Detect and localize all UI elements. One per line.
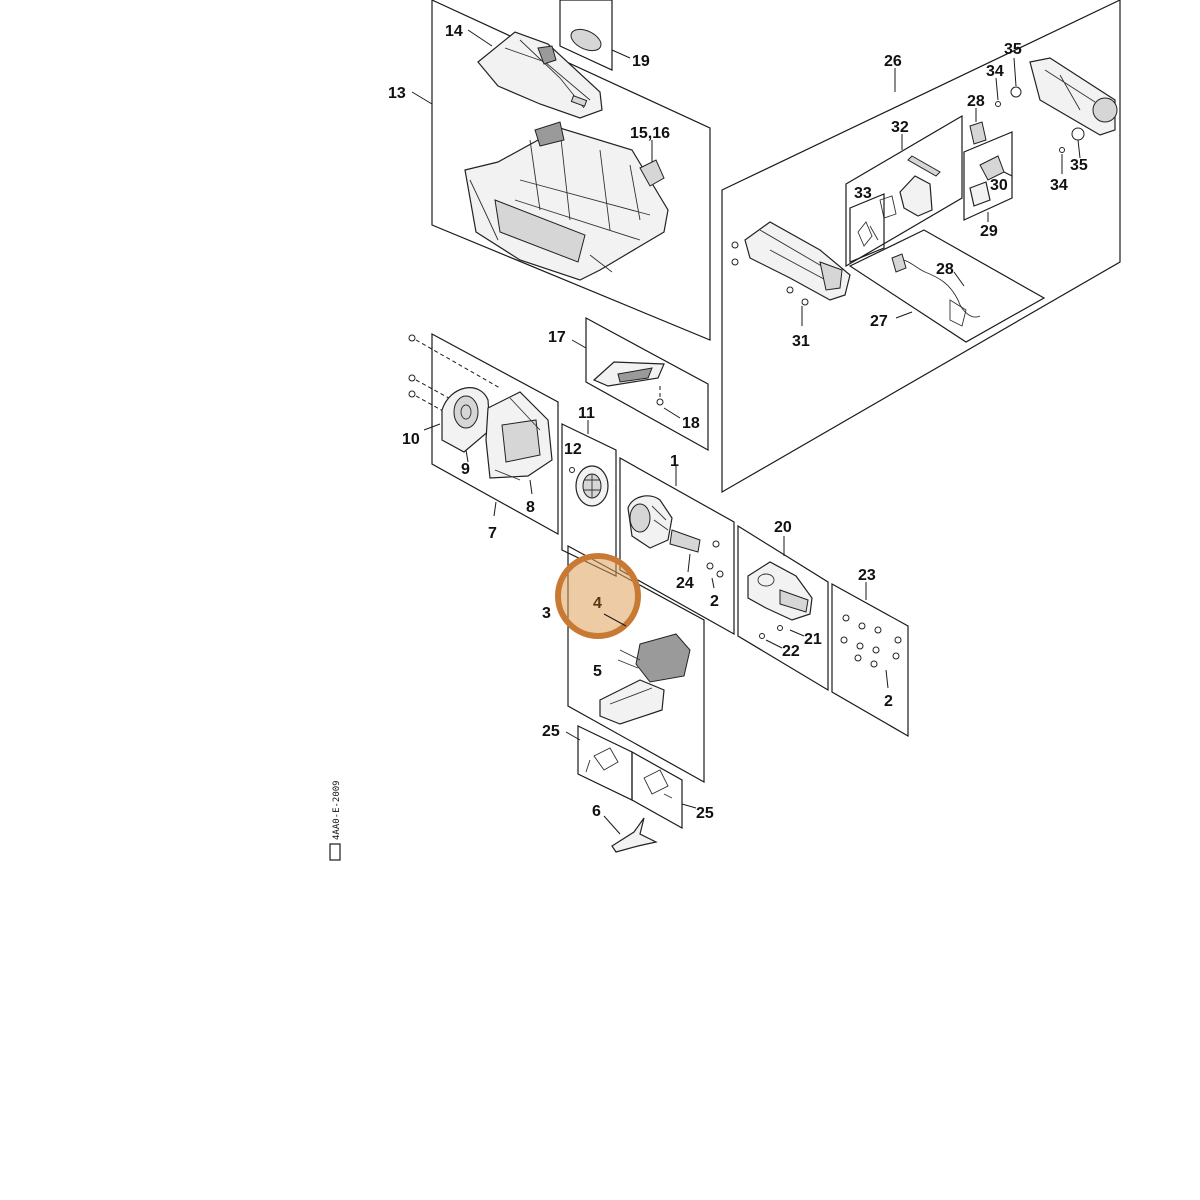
part-35-ring-bottom (1071, 127, 1085, 141)
group-3-electronics: 3 5 (542, 544, 705, 784)
callout-35-top: 35 (1004, 41, 1022, 58)
part-24-shaft (669, 529, 701, 553)
group-19-cap: 19 (559, 0, 650, 71)
part-33-spring (857, 221, 879, 247)
callout-35-bottom: 35 (1070, 157, 1088, 174)
frame-20 (737, 524, 829, 692)
group-7-fan: 10 9 8 7 (402, 332, 559, 542)
part-6-spring (611, 817, 658, 853)
callout-13: 13 (388, 85, 406, 102)
callout-2-fasteners: 2 (884, 693, 893, 710)
frame-17 (585, 316, 709, 452)
highlight-ring[interactable] (555, 553, 641, 639)
callout-28-bottom: 28 (936, 261, 954, 278)
frame-19 (559, 0, 613, 71)
part-14-cover (477, 31, 603, 119)
part-28-clip (969, 121, 987, 145)
part-15-16-gasket (639, 159, 665, 187)
frame-32 (845, 114, 963, 268)
frame-25-right (631, 750, 683, 830)
callout-17: 17 (548, 329, 566, 346)
callout-24: 24 (676, 575, 694, 592)
callout-8: 8 (526, 499, 535, 516)
callout-1: 1 (670, 453, 679, 470)
drawing-code-stamp: 4AA0-E-2009 (329, 780, 342, 861)
callout-6: 6 (592, 803, 601, 820)
part-25-contact-left (585, 747, 619, 773)
part-25-contact-right (643, 769, 673, 799)
callout-32: 32 (891, 119, 909, 136)
callout-18: 18 (682, 415, 700, 432)
callout-4[interactable]: 4 (593, 595, 602, 612)
part-27-cable (894, 259, 981, 318)
group-13-housing: 14 13 15,16 (388, 0, 711, 341)
frame-7 (431, 332, 559, 536)
part-35-ring-top (1010, 86, 1022, 98)
callout-34-top: 34 (986, 63, 1004, 80)
callout-2-motor: 2 (710, 593, 719, 610)
callout-30: 30 (990, 177, 1008, 194)
callout-20: 20 (774, 519, 792, 536)
callout-34-bottom: 34 (1050, 177, 1068, 194)
part-12-screw (569, 467, 575, 473)
callout-22: 22 (782, 643, 800, 660)
callout-15-16: 15,16 (630, 125, 670, 142)
callout-14: 14 (445, 23, 463, 40)
frame-26 (721, 0, 1121, 494)
callout-3: 3 (542, 605, 551, 622)
callout-12: 12 (564, 441, 582, 458)
group-1-motor: 1 24 2 (619, 453, 735, 636)
group-11-disc: 11 12 (561, 405, 617, 577)
group-20-gear: 20 21 22 (737, 519, 829, 692)
part-6-fork: 6 (592, 803, 658, 853)
callout-9: 9 (461, 461, 470, 478)
callout-5: 5 (593, 663, 602, 680)
frame-27 (848, 229, 1046, 343)
callout-28-top: 28 (967, 93, 985, 110)
callout-25-right: 25 (696, 805, 714, 822)
callout-25-left: 25 (542, 723, 560, 740)
part-18-screw (656, 398, 664, 406)
callout-23: 23 (858, 567, 876, 584)
callout-21: 21 (804, 631, 822, 648)
frame-3 (567, 544, 705, 784)
callout-31: 31 (792, 333, 810, 350)
callout-7: 7 (488, 525, 497, 542)
callout-11: 11 (578, 405, 595, 422)
frame-1 (619, 456, 735, 636)
part-4-board (635, 633, 691, 683)
frame-29 (963, 131, 1013, 221)
group-25-contacts: 25 25 (542, 723, 714, 830)
frame-23 (831, 582, 909, 738)
callout-27: 27 (870, 313, 888, 330)
group-17-bracket: 17 18 (548, 316, 709, 452)
group-23-fasteners: 23 2 (831, 567, 909, 738)
callout-26: 26 (884, 53, 902, 70)
highlight-callout-4[interactable]: 4 (555, 553, 641, 639)
part-32-lever (907, 155, 941, 177)
frame-33 (849, 193, 885, 263)
frame-13 (431, 0, 711, 341)
callout-19: 19 (632, 53, 650, 70)
drawing-code: 4AA0-E-2009 (332, 780, 342, 840)
group-26-handle: 26 31 35 34 35 34 28 30 (721, 0, 1121, 494)
part-19-cap (570, 28, 602, 52)
callout-10: 10 (402, 431, 420, 448)
callout-29: 29 (980, 223, 998, 240)
part-5-cover (599, 679, 665, 725)
callout-33: 33 (854, 185, 872, 202)
